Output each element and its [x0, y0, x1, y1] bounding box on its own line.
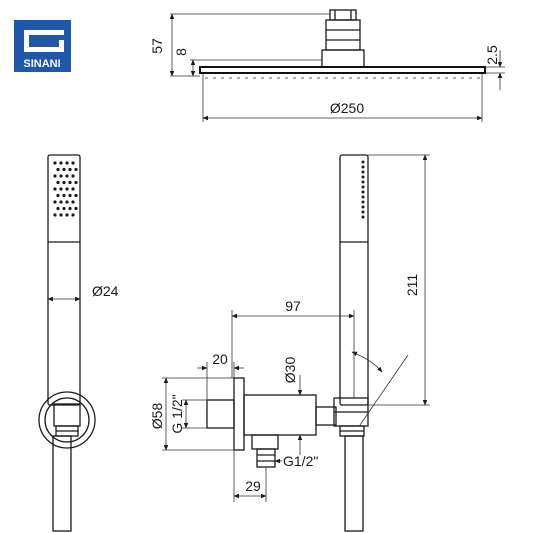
nozzle-dot — [56, 206, 60, 211]
dim-head-diameter: Ø250 — [330, 100, 364, 116]
nozzle-dot — [62, 206, 66, 211]
dim-head-thickness: 2.5 — [484, 45, 500, 65]
nozzle-dot — [68, 167, 72, 172]
nozzle-dot — [65, 213, 69, 217]
nozzle-dot — [361, 210, 365, 214]
nozzle-dot — [71, 213, 75, 217]
nozzle-dot — [361, 195, 365, 199]
nozzle-dot — [62, 180, 66, 185]
nozzle-dot — [59, 200, 63, 204]
nozzle-dot — [68, 206, 72, 211]
nozzle-dot — [74, 180, 78, 185]
wall-outlet-view: 97 20 Ø30 Ø58 G 1/2" G1/2" 29 — [149, 298, 355, 502]
dim-flange-diameter: Ø58 — [149, 403, 165, 430]
nozzle-dot — [361, 205, 365, 209]
nozzle-dot — [65, 200, 69, 204]
nozzle-grid — [53, 161, 78, 217]
nozzle-column — [361, 160, 365, 219]
nozzle-dot — [65, 187, 69, 191]
nozzle-dot — [361, 160, 365, 164]
nozzle-dot — [361, 185, 365, 189]
nozzle-dot — [361, 170, 365, 174]
dim-head-neck: 8 — [173, 48, 189, 56]
nozzle-dot — [65, 161, 69, 165]
nozzle-dot — [59, 161, 63, 165]
nozzle-dot — [59, 187, 63, 191]
nozzle-dot — [59, 213, 63, 217]
nozzle-dot — [68, 180, 72, 185]
nozzle-dot — [74, 206, 78, 211]
nozzle-dot — [361, 175, 365, 179]
dim-thread-main: G 1/2" — [169, 394, 185, 433]
nozzle-dot — [71, 200, 75, 204]
dim-handle-diameter: Ø24 — [92, 283, 119, 299]
nozzle-dot — [74, 193, 78, 198]
brand-name: SINANI — [23, 58, 60, 70]
nozzle-dot — [71, 174, 75, 178]
dim-handle-length: 211 — [404, 274, 420, 297]
dim-nut-width: 20 — [212, 351, 228, 367]
nozzle-dot — [53, 161, 57, 165]
nozzle-dot — [62, 167, 66, 172]
nozzle-dot — [53, 187, 57, 191]
nozzle-dot — [74, 167, 78, 172]
nozzle-dot — [71, 187, 75, 191]
nozzle-dot — [53, 213, 57, 217]
nozzle-dot — [65, 174, 69, 178]
shower-head-view: 57 8 2.5 Ø250 — [149, 9, 505, 122]
nozzle-dot — [53, 174, 57, 178]
nozzle-dot — [71, 161, 75, 165]
nozzle-dot — [53, 200, 57, 204]
nozzle-dot — [361, 190, 365, 194]
nozzle-dot — [56, 180, 60, 185]
dim-head-height: 57 — [149, 38, 165, 54]
nozzle-dot — [56, 193, 60, 198]
nozzle-dot — [361, 180, 365, 184]
nozzle-dot — [361, 200, 365, 204]
nozzle-dot — [361, 165, 365, 169]
sinani-logo: SINANI — [14, 20, 71, 72]
nozzle-dot — [56, 167, 60, 172]
hand-shower-side-view: 211 — [333, 154, 430, 532]
nozzle-dot — [59, 174, 63, 178]
dim-outlet-projection: 97 — [285, 298, 301, 314]
nozzle-dot — [68, 193, 72, 198]
dim-thread-outlet: G1/2" — [283, 453, 318, 469]
dim-pipe-diameter: Ø30 — [282, 357, 298, 384]
dim-outlet-offset: 29 — [245, 478, 261, 494]
nozzle-dot — [361, 215, 365, 219]
hand-shower-front-view: Ø24 — [38, 154, 119, 532]
nozzle-dot — [62, 193, 66, 198]
